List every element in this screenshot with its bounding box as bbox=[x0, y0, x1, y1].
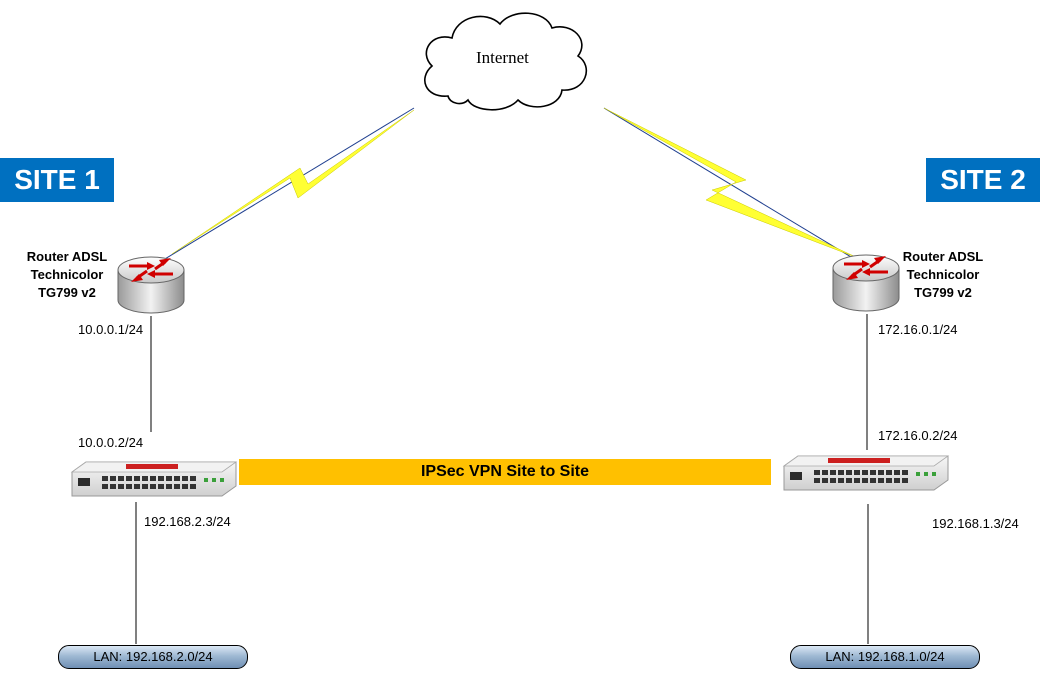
router-site2-icon bbox=[832, 254, 900, 312]
firewall-site2-outside-ip: 172.16.0.2/24 bbox=[878, 428, 958, 443]
router-site1-icon bbox=[117, 256, 185, 314]
router-site2-label: Router ADSL Technicolor TG799 v2 bbox=[888, 248, 998, 302]
ipsec-vpn-tunnel: IPSec VPN Site to Site bbox=[239, 459, 771, 485]
firewall-site2-inside-ip: 192.168.1.3/24 bbox=[932, 516, 1019, 531]
router-site2-wan-ip: 172.16.0.1/24 bbox=[878, 322, 958, 337]
router-site1-wan-ip: 10.0.0.1/24 bbox=[78, 322, 144, 337]
router-site2-line1: Router ADSL bbox=[902, 249, 984, 264]
connection-lines bbox=[135, 314, 869, 644]
router-site2-line3: TG799 v2 bbox=[914, 285, 972, 300]
site2-badge: SITE 2 bbox=[926, 158, 1040, 202]
wan-link-left-icon bbox=[149, 107, 415, 269]
router-site1-line1: Router ADSL bbox=[26, 249, 108, 264]
internet-cloud-icon bbox=[424, 12, 588, 111]
firewall-site1-outside-ip: 10.0.0.2/24 bbox=[78, 435, 144, 450]
site1-badge: SITE 1 bbox=[0, 158, 114, 202]
firewall-site1-inside-ip: 192.168.2.3/24 bbox=[144, 514, 231, 529]
lan-site2: LAN: 192.168.1.0/24 bbox=[790, 645, 980, 669]
wan-link-right-icon bbox=[603, 107, 867, 267]
router-site2-line2: Technicolor bbox=[906, 267, 980, 282]
router-site1-label: Router ADSL Technicolor TG799 v2 bbox=[12, 248, 122, 302]
router-site1-line3: TG799 v2 bbox=[38, 285, 96, 300]
lan-site1: LAN: 192.168.2.0/24 bbox=[58, 645, 248, 669]
router-site1-line2: Technicolor bbox=[30, 267, 104, 282]
firewall-site2-icon bbox=[782, 455, 950, 491]
internet-label: Internet bbox=[476, 48, 529, 67]
firewall-site1-icon bbox=[70, 461, 238, 497]
